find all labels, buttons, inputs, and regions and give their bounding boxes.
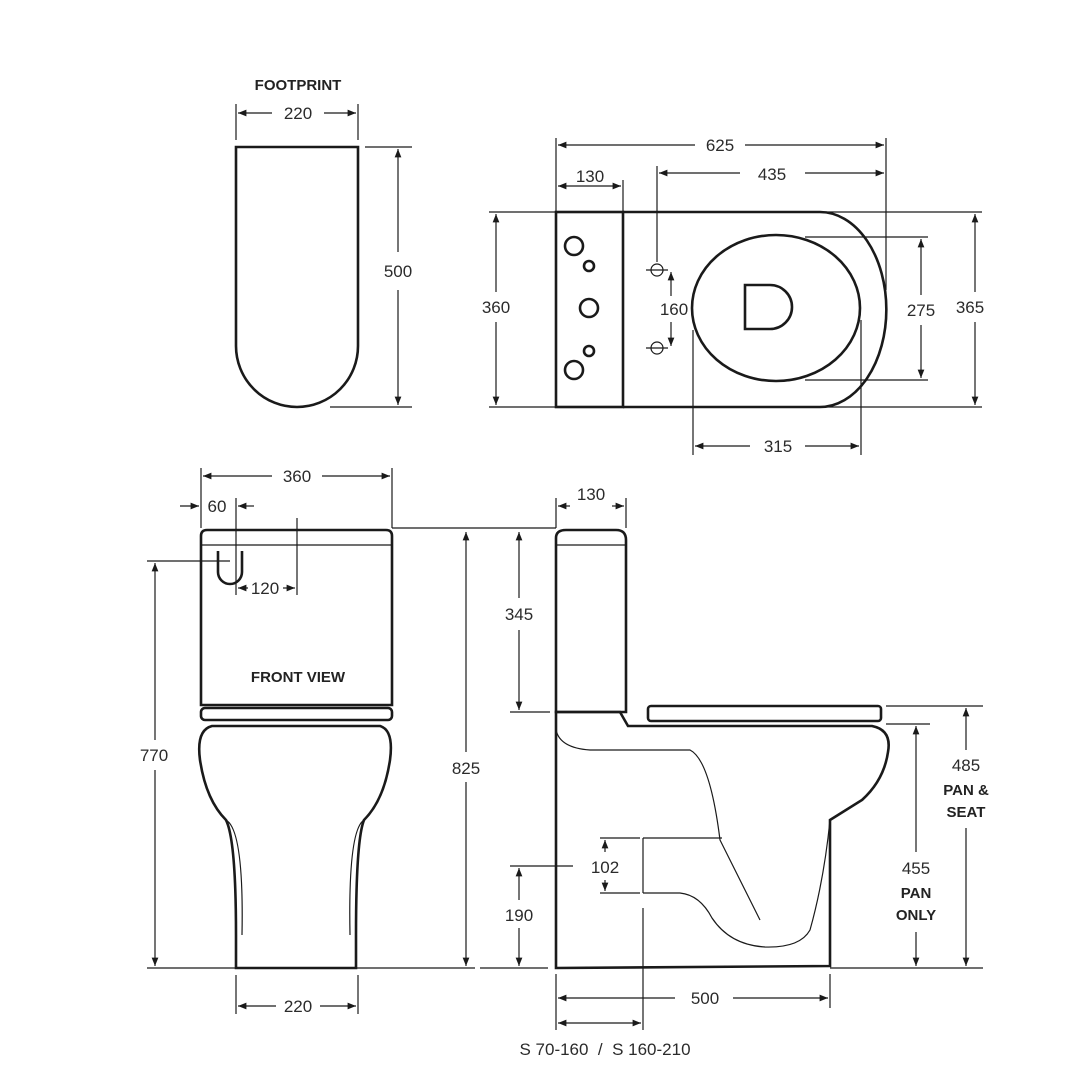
seat-side [646, 704, 883, 723]
pan-side [554, 710, 890, 970]
inlet-offset-dim: 60 [208, 497, 227, 516]
inlet-front [216, 551, 244, 586]
outlet-diameter-dim: 102 [591, 858, 619, 877]
seat-opening [743, 283, 794, 331]
inlet-spacing-dim: 120 [251, 579, 279, 598]
pan-seat-label: PAN & [943, 782, 989, 799]
fixing-spacing-dim: 160 [660, 300, 688, 319]
side-view: 130 345 485 PAN & SEAT 455 PAN ONLY 102 … [480, 485, 989, 1059]
cistern-side [554, 528, 628, 714]
seat-plan [690, 233, 862, 383]
front-view-title: FRONT VIEW [251, 669, 346, 686]
cistern-depth-plan-dim: 130 [576, 167, 604, 186]
height-pan-seat-dim: 485 [952, 756, 980, 775]
overall-height-dim: 825 [452, 759, 480, 778]
pan-only-label: PAN [901, 885, 932, 902]
footprint-shape [234, 145, 360, 409]
cistern-height-dim: 345 [505, 605, 533, 624]
pan-seat-label-2: SEAT [947, 804, 986, 821]
pan-front [197, 724, 393, 970]
base-length-dim: 500 [691, 989, 719, 1008]
pan-only-label-2: ONLY [896, 907, 936, 924]
seat-length-dim: 315 [764, 437, 792, 456]
footprint-title: FOOTPRINT [255, 77, 342, 94]
height-pan-only-dim: 455 [902, 859, 930, 878]
inlet-height-dim: 770 [140, 746, 168, 765]
fixing-to-front-dim: 435 [758, 165, 786, 184]
outlet-height-dim: 190 [505, 906, 533, 925]
set-out-dim: S 70-160 / S 160-210 [519, 1040, 690, 1059]
cistern-width-plan-dim: 360 [482, 298, 510, 317]
footprint-view: FOOTPRINT 220 500 [234, 77, 412, 409]
footprint-depth-dim: 500 [384, 262, 412, 281]
overall-length-dim: 625 [706, 136, 734, 155]
cistern-width-front-dim: 360 [283, 467, 311, 486]
front-view: FRONT VIEW 360 60 120 770 825 220 [140, 467, 556, 1016]
pan-plan [623, 210, 888, 409]
cistern-front [199, 528, 394, 707]
cistern-plan [554, 210, 625, 409]
footprint-width-dim: 220 [284, 104, 312, 123]
base-width-dim: 220 [284, 997, 312, 1016]
cistern-depth-side-dim: 130 [577, 485, 605, 504]
seat-width-dim: 275 [907, 301, 935, 320]
pan-width-dim: 365 [956, 298, 984, 317]
plan-view: 625 130 435 360 365 275 160 315 [482, 136, 984, 456]
